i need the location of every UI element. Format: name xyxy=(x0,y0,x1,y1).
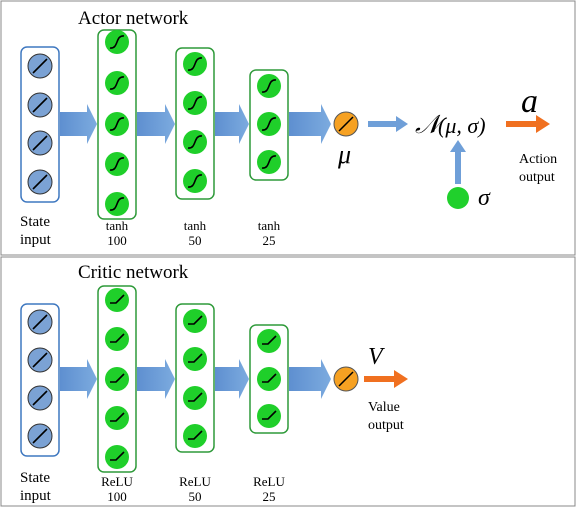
critic-layer-3-node xyxy=(257,367,281,391)
actor-input-layer-box xyxy=(20,46,60,203)
actor-layer-1-size: 100 xyxy=(107,233,127,248)
critic-input-node xyxy=(27,385,53,411)
critic-layer-2-node xyxy=(183,309,207,333)
actor-mu-node-line xyxy=(338,116,354,132)
critic-layer-1-node xyxy=(105,327,129,351)
actor-arrow-h2-to-h3 xyxy=(215,104,249,144)
actor-layer-3-node xyxy=(257,150,281,174)
actor-input-label-line1: State xyxy=(20,214,50,230)
actor-layer-2-size: 50 xyxy=(189,233,202,248)
critic-arrow-h1-to-h2 xyxy=(137,359,175,399)
actor-input-label-line2: input xyxy=(20,232,52,248)
critic-title: Critic network xyxy=(78,262,189,283)
critic-block-arrows xyxy=(60,359,331,399)
actor-layer-2-node xyxy=(183,52,207,76)
actor-action-arrow xyxy=(506,115,550,133)
actor-layer-2-node xyxy=(183,169,207,193)
actor-sigma-symbol: σ xyxy=(478,185,491,211)
critic-value-node-line xyxy=(338,371,354,387)
critic-input-node xyxy=(27,423,53,449)
critic-hidden-layer-1-box xyxy=(97,285,137,473)
actor-mu-to-dist-arrow xyxy=(368,116,408,132)
critic-arrow-h3-to-value xyxy=(289,359,331,399)
critic-layer-1-node xyxy=(105,406,129,430)
actor-arrow-h1-to-h2 xyxy=(137,104,175,144)
actor-output-label-line2: output xyxy=(519,170,555,185)
actor-layer-1-activation: tanh xyxy=(106,218,129,233)
critic-input-node xyxy=(27,347,53,373)
actor-input-node xyxy=(27,92,53,118)
critic-layer-2-activation: ReLU xyxy=(179,474,211,489)
actor-sigma-to-dist-arrow xyxy=(450,140,466,184)
critic-layer-1-node xyxy=(105,445,129,469)
actor-hidden-layer-3-box xyxy=(249,69,289,181)
actor-layer-1-node xyxy=(105,192,129,216)
critic-layer-1-size: 100 xyxy=(107,489,127,504)
actor-input-node xyxy=(27,169,53,195)
actor-layer-3-activation: tanh xyxy=(258,218,281,233)
actor-input-node xyxy=(27,130,53,156)
critic-input-node xyxy=(27,309,53,335)
critic-layer-2-node xyxy=(183,424,207,448)
actor-layer-3-node xyxy=(257,112,281,136)
actor-sigma-node xyxy=(447,187,469,209)
critic-input-nodes xyxy=(27,309,53,449)
critic-layer-1-node xyxy=(105,367,129,391)
critic-output-label-line1: Value xyxy=(368,400,400,415)
critic-layer-3-size: 25 xyxy=(263,489,276,504)
actor-hidden-layer-2-box xyxy=(175,47,215,200)
actor-input-node xyxy=(27,53,53,79)
actor-block-arrows xyxy=(60,104,331,144)
critic-input-layer-box xyxy=(20,303,60,457)
critic-layer-2-node xyxy=(183,386,207,410)
actor-dist-args: (μ, σ) xyxy=(438,113,486,138)
actor-layer-1-node xyxy=(105,152,129,176)
critic-input-label-line2: input xyxy=(20,488,52,504)
actor-layer-2-activation: tanh xyxy=(184,218,207,233)
actor-layer-2-node xyxy=(183,130,207,154)
critic-arrow-input-to-h1 xyxy=(60,359,97,399)
critic-panel xyxy=(0,256,576,507)
critic-layer-3-node xyxy=(257,329,281,353)
actor-layer-1-node xyxy=(105,71,129,95)
actor-title: Actor network xyxy=(78,8,189,29)
critic-layer-1-node xyxy=(105,288,129,312)
critic-hidden-layer-3-box xyxy=(249,324,289,434)
actor-input-nodes xyxy=(27,53,53,195)
critic-network: Critic network V Value output State inpu… xyxy=(20,262,408,504)
critic-layer-3-activation: ReLU xyxy=(253,474,285,489)
actor-panel xyxy=(0,0,576,256)
critic-hidden-nodes xyxy=(105,288,281,469)
critic-hidden-layer-2-box xyxy=(175,303,215,453)
actor-arrow-input-to-h1 xyxy=(60,104,97,144)
actor-layer-3-size: 25 xyxy=(263,233,276,248)
actor-layer-1-node xyxy=(105,30,129,54)
actor-layer-1-node xyxy=(105,112,129,136)
critic-layer-2-node xyxy=(183,347,207,371)
critic-arrow-h2-to-h3 xyxy=(215,359,249,399)
critic-value-arrow xyxy=(364,370,408,388)
critic-layer-3-node xyxy=(257,404,281,428)
actor-mu-symbol: μ xyxy=(337,140,351,169)
actor-layer-3-node xyxy=(257,74,281,98)
critic-layer-1-activation: ReLU xyxy=(101,474,133,489)
actor-layer-2-node xyxy=(183,91,207,115)
actor-arrow-h3-to-mu xyxy=(289,104,331,144)
actor-network: Actor network μ 𝒩 (μ, σ) σ a Action outp… xyxy=(20,8,557,248)
critic-layer-2-size: 50 xyxy=(189,489,202,504)
critic-value-symbol: V xyxy=(368,344,385,370)
critic-output-label-line2: output xyxy=(368,418,404,433)
actor-action-symbol: a xyxy=(521,83,538,120)
actor-output-label-line1: Action xyxy=(519,152,557,167)
critic-input-label-line1: State xyxy=(20,470,50,486)
actor-hidden-nodes xyxy=(105,30,281,216)
